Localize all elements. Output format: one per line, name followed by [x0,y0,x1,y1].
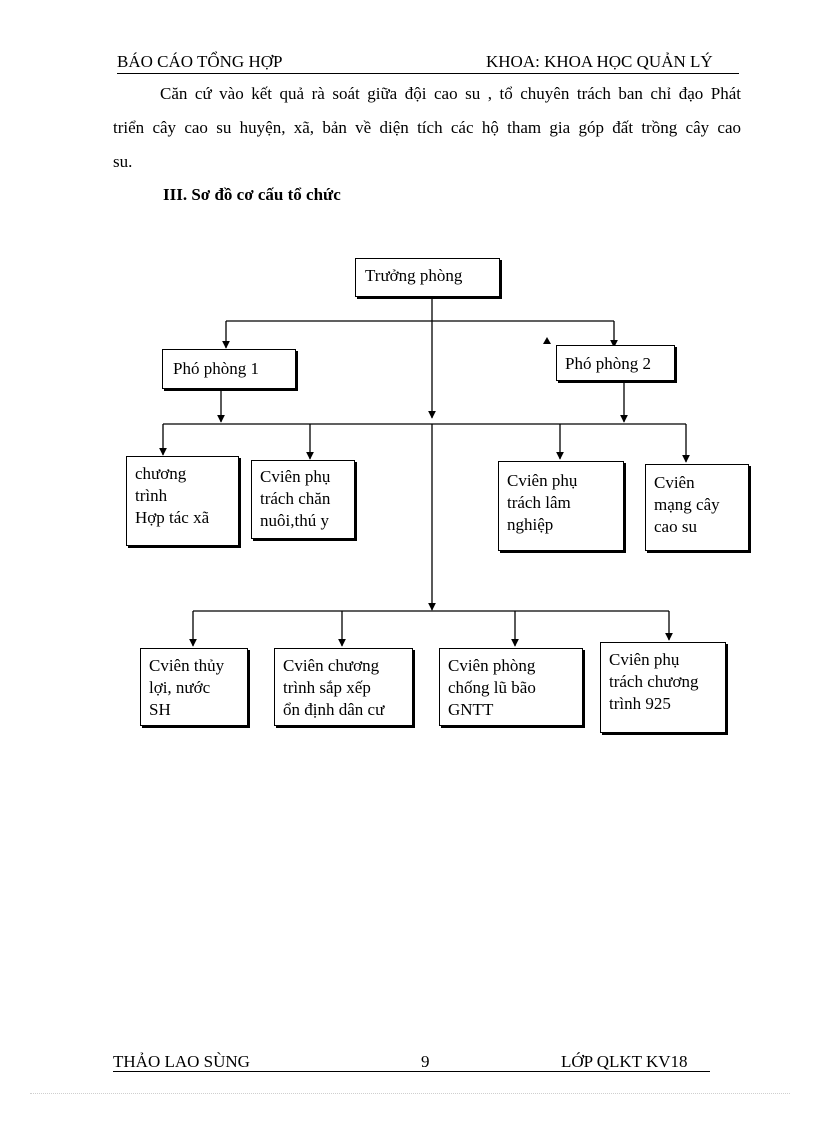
box-head: Trưởng phòng [355,258,500,297]
box-forestry: Cviên phụ trách lâm nghiệp [498,461,624,551]
box-flood-prevention-line-3: GNTT [448,700,494,719]
box-livestock: Cviên phụ trách chăn nuôi,thú y [251,460,355,539]
box-livestock-line-1: Cviên phụ [260,467,331,486]
box-cooperative: chương trình Hợp tác xã [126,456,239,546]
box-forestry-line-1: Cviên phụ [507,471,578,490]
box-deputy-2: Phó phòng 2 [556,345,675,381]
box-cooperative-line-3: Hợp tác xã [135,508,210,527]
page-edge [30,1093,790,1094]
box-program-925: Cviên phụ trách chương trình 925 [600,642,726,733]
stray-arrowhead [543,337,551,344]
box-resettlement: Cviên chương trình sắp xếp ổn định dân c… [274,648,413,726]
box-irrigation: Cviên thủy lợi, nước SH [140,648,248,726]
box-program-925-line-2: trách chương [609,672,699,691]
box-irrigation-line-1: Cviên thủy [149,656,225,675]
paragraph-line-3: su. [113,152,133,171]
box-flood-prevention: Cviên phòng chống lũ bão GNTT [439,648,583,726]
box-resettlement-line-2: trình sắp xếp [283,678,371,697]
box-program-925-line-1: Cviên phụ [609,650,680,669]
box-deputy-1: Phó phòng 1 [162,349,296,389]
box-livestock-line-3: nuôi,thú y [260,511,329,530]
box-flood-prevention-line-2: chống lũ bão [448,678,536,697]
box-livestock-line-2: trách chăn [260,489,331,508]
box-forestry-line-2: trách lâm [507,493,571,512]
box-flood-prevention-line-1: Cviên phòng [448,656,536,675]
box-rubber-network-line-2: mạng cây [654,495,720,514]
box-resettlement-line-3: ổn định dân cư [283,700,385,719]
footer-page-number: 9 [421,1052,430,1071]
box-cooperative-line-1: chương [135,464,187,483]
intro-paragraph: Căn cứ vào kết quả rà soát giữa đội cao … [113,77,741,179]
paragraph-line-1: Căn cứ vào kết quả rà soát giữa đội cao … [160,84,741,103]
box-rubber-network-line-1: Cviên [654,473,695,492]
footer-author: THẢO LAO SÙNG [113,1052,250,1071]
paragraph-line-2: triển cây cao su huyện, xã, bản về diện … [113,118,741,137]
box-resettlement-line-1: Cviên chương [283,656,380,675]
header-right: KHOA: KHOA HỌC QUẢN LÝ [486,52,713,71]
header-left: BÁO CÁO TỔNG HỢP [117,52,283,71]
footer-class: LỚP QLKT KV18 [561,1052,688,1071]
box-rubber-network: Cviên mạng cây cao su [645,464,749,551]
footer-rule [113,1071,710,1072]
header-rule [117,73,739,74]
box-irrigation-line-3: SH [149,700,171,719]
box-deputy-2-label: Phó phòng 2 [565,354,651,373]
section-heading: III. Sơ đồ cơ cấu tổ chức [163,185,341,204]
box-deputy-1-label: Phó phòng 1 [173,359,259,378]
box-forestry-line-3: nghiệp [507,515,554,534]
box-rubber-network-line-3: cao su [654,517,697,536]
box-program-925-line-3: trình 925 [609,694,671,713]
box-head-label: Trưởng phòng [365,266,463,285]
box-cooperative-line-2: trình [135,486,168,505]
box-irrigation-line-2: lợi, nước [149,678,211,697]
